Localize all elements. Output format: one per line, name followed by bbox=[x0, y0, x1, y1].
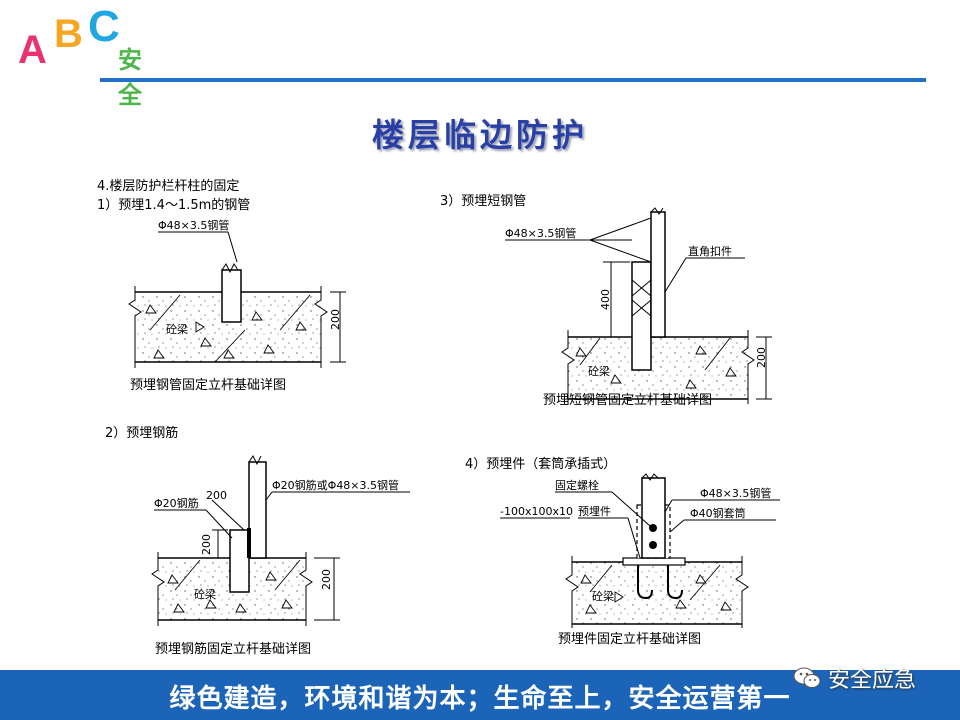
d3-pipe-label: Φ48×3.5钢管 bbox=[505, 226, 576, 240]
logo-text: 安全 bbox=[118, 46, 144, 109]
watermark-text: 安全应急 bbox=[828, 668, 917, 693]
d3-beam-label: 砼梁 bbox=[588, 364, 610, 378]
d4-heading: 4）预埋件（套筒承插式） bbox=[465, 456, 616, 472]
d3-heading: 3）预埋短钢管 bbox=[440, 194, 526, 209]
d2-dim-upper: 200 bbox=[206, 489, 227, 502]
diagram-short-pipe: 3）预埋短钢管 Φ48×3.5钢管 直角扣件 400 200 bbox=[440, 194, 772, 408]
d3-caption: 预埋短钢管固定立杆基础详图 bbox=[543, 393, 712, 408]
d4-embed-label: 预埋件 bbox=[578, 505, 611, 518]
wechat-icon bbox=[793, 667, 821, 688]
d4-upright bbox=[641, 477, 666, 559]
d2-heading: 2）预埋钢筋 bbox=[105, 425, 178, 441]
d1-pipe bbox=[221, 269, 242, 323]
d4-bolt-bottom bbox=[649, 541, 657, 549]
logo-letter-c: C bbox=[88, 2, 120, 51]
footer-banner: 绿色建造，环境和谐为本；生命至上，安全运营第一 bbox=[0, 670, 960, 720]
d3-concrete bbox=[568, 337, 748, 399]
logo-letter-a: A bbox=[18, 28, 47, 72]
d1-caption: 预埋钢管固定立杆基础详图 bbox=[130, 378, 286, 393]
d4-bolt-label: 固定螺栓 bbox=[555, 478, 599, 492]
d4-bolt-top bbox=[649, 524, 657, 532]
diagram-embedded-pipe: 1）预埋1.4～1.5m的钢管 Φ48×3.5钢管 砼梁 200 预埋钢管固定立… bbox=[97, 197, 346, 393]
d2-dim-side: 200 bbox=[320, 569, 333, 590]
d4-beam-label: 砼梁 bbox=[592, 589, 614, 603]
header-rule bbox=[100, 78, 926, 82]
d1-dim: 200 bbox=[329, 309, 342, 330]
d4-caption: 预埋件固定立杆基础详图 bbox=[558, 632, 701, 647]
d4-sleeve-label: Φ40钢套筒 bbox=[690, 506, 746, 520]
d1-heading: 1）预埋1.4～1.5m的钢管 bbox=[97, 197, 250, 213]
d2-beam-label: 砼梁 bbox=[194, 587, 216, 601]
d2-rebar-label: Φ20钢筋 bbox=[154, 496, 199, 510]
d2-caption: 预埋钢筋固定立杆基础详图 bbox=[155, 641, 311, 657]
d4-plate-label: -100x100x10 bbox=[500, 505, 573, 518]
d3-short-pipe bbox=[631, 261, 652, 371]
d2-dim-lower: 200 bbox=[200, 534, 213, 555]
d3-upright bbox=[650, 211, 666, 338]
d1-pipe-label: Φ48×3.5钢管 bbox=[158, 218, 229, 232]
watermark: 安全应急 bbox=[792, 660, 916, 696]
section-heading: 4.楼层防护栏杆柱的固定 bbox=[97, 178, 239, 194]
d3-dim-200: 200 bbox=[755, 347, 768, 368]
d1-beam-label: 砼梁 bbox=[166, 322, 188, 336]
diagram-embedded-rebar: 2）预埋钢筋 Φ20钢筋 Φ20钢筋或Φ48×3.5钢管 200 200 200 bbox=[105, 425, 410, 657]
d2-rebar bbox=[229, 529, 250, 593]
d2-pipe-label: Φ20钢筋或Φ48×3.5钢管 bbox=[272, 478, 399, 492]
d3-clamp-label: 直角扣件 bbox=[688, 244, 732, 258]
logo-letter-b: B bbox=[54, 12, 83, 56]
d3-dim-400: 400 bbox=[599, 289, 612, 310]
footer-slogan: 绿色建造，环境和谐为本；生命至上，安全运营第一 bbox=[169, 684, 791, 714]
logo: A B C 安全 bbox=[18, 2, 168, 109]
d2-upright bbox=[248, 461, 267, 559]
page-title: 楼层临边防护 bbox=[371, 116, 588, 154]
d4-pipe-label: Φ48×3.5钢管 bbox=[700, 486, 771, 500]
d4-embed-plate bbox=[622, 557, 686, 566]
construction-diagram: 4.楼层防护栏杆柱的固定 1）预埋1.4～1.5m的钢管 Φ48×3.5钢管 砼… bbox=[97, 178, 780, 657]
diagram-embedded-sleeve: 4）预埋件（套筒承插式） 固定螺栓 -100x100x10 预埋件 Φ48×3.… bbox=[465, 456, 780, 647]
